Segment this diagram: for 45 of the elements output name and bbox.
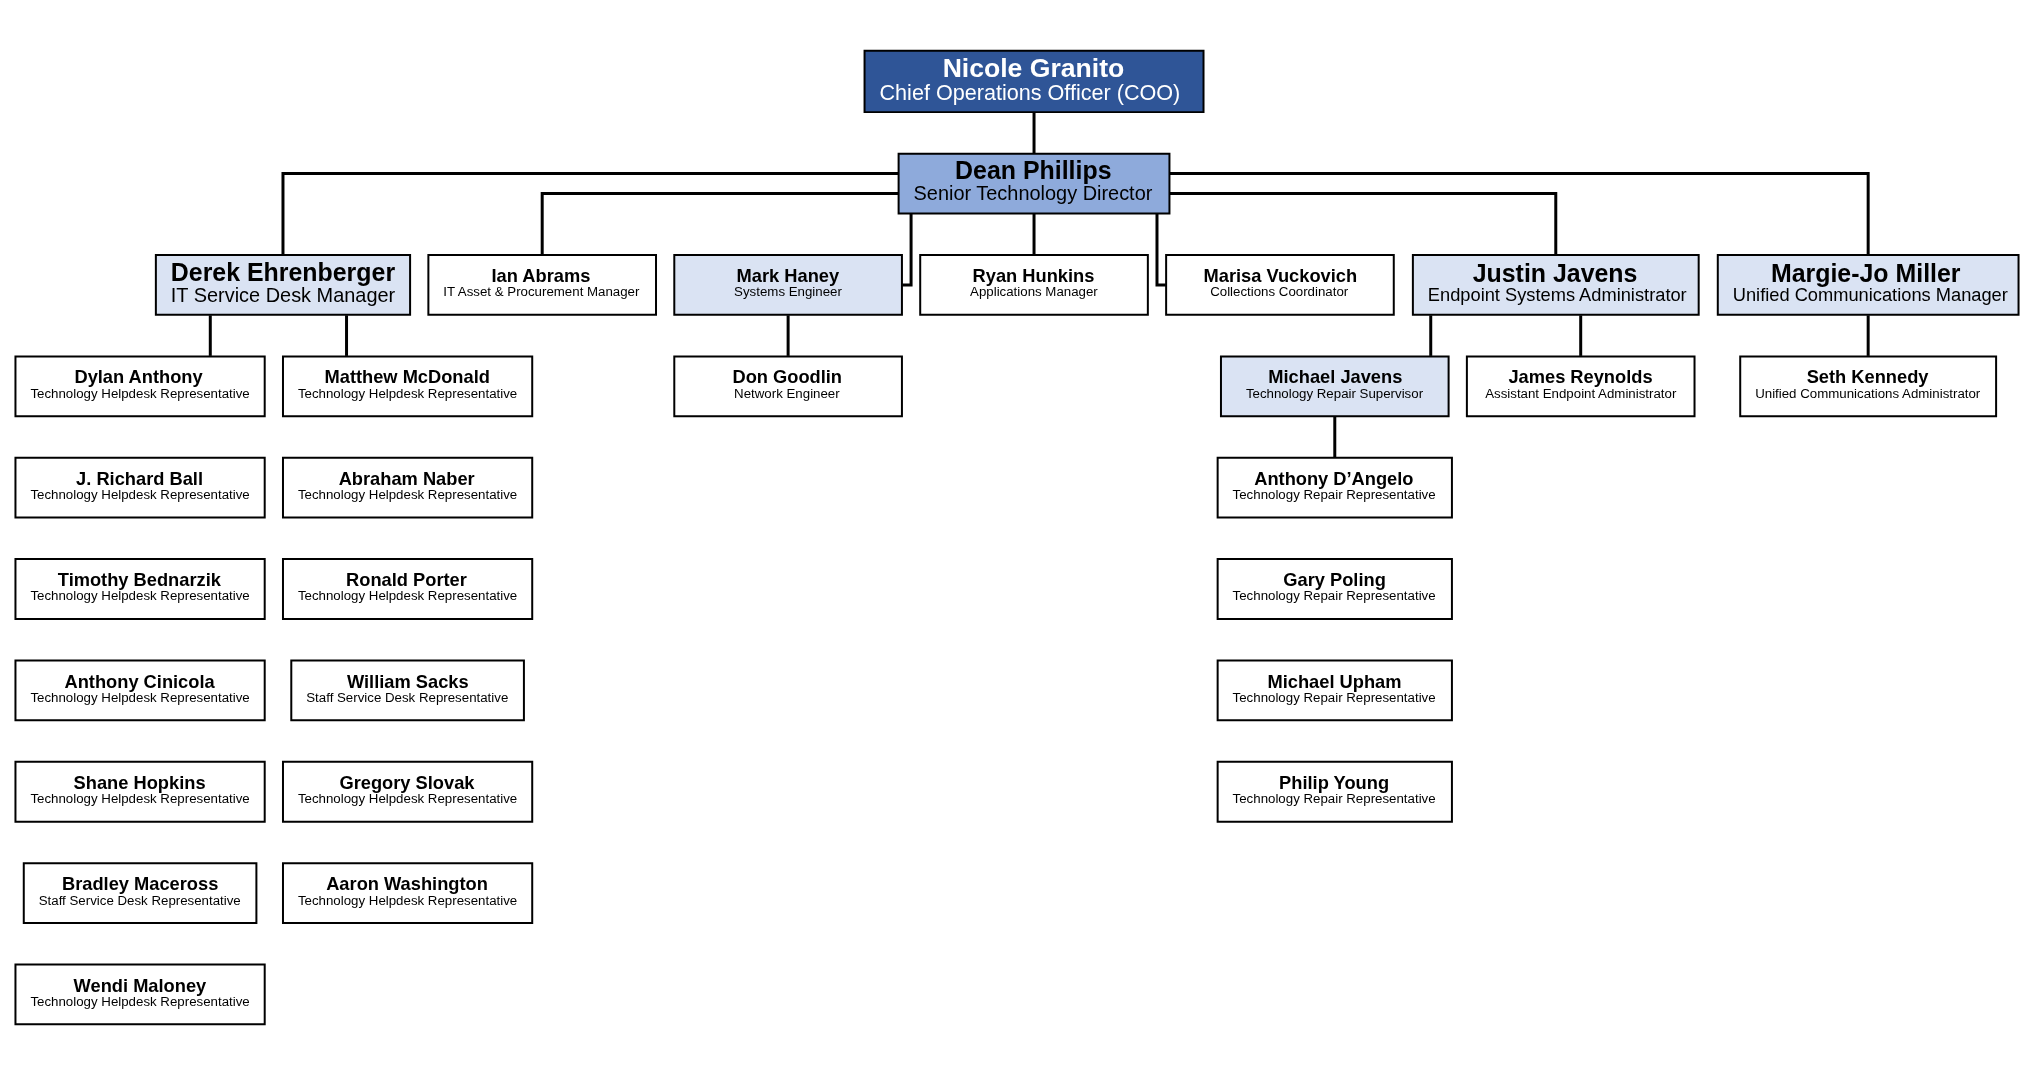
connector [1155, 214, 1166, 287]
node-box: Dean Phillips Senior Technology Director [897, 152, 1171, 215]
node-box: Aaron Washington Technology Helpdesk Representative [282, 862, 534, 924]
connector [1169, 192, 1558, 255]
node-box: Seth Kennedy Unified Communications Administrator [1739, 355, 1998, 418]
node-box: Ryan Hunkins Applications Manager [919, 254, 1149, 316]
connector [540, 192, 899, 255]
connector [281, 172, 899, 255]
connector [1169, 172, 1870, 255]
node-box: William Sacks Staff Service Desk Representative [290, 659, 525, 722]
connector [1333, 416, 1337, 458]
node-box: Michael Javens Technology Repair Supervisor [1219, 355, 1450, 418]
node-box: Ian Abrams IT Asset & Procurement Manager [427, 254, 657, 316]
node-box: Justin Javens Endpoint Systems Administrator [1411, 254, 1700, 316]
connector [1032, 112, 1036, 154]
node-box: Don Goodlin Network Engineer [673, 355, 903, 418]
connector [902, 214, 913, 287]
connector [208, 315, 212, 356]
connector [1429, 315, 1433, 356]
connector [786, 315, 790, 356]
node-box: Anthony D’Angelo Technology Repair Representative [1216, 456, 1453, 519]
node-box: Marisa Vuckovich Collections Coordinator [1165, 254, 1395, 316]
node-box: Wendi Maloney Technology Helpdesk Representative [14, 963, 266, 1026]
node-box: Dylan Anthony Technology Helpdesk Representative [14, 355, 266, 418]
node-box: Anthony Cinicola Technology Helpdesk Representative [14, 659, 266, 722]
node-box: Mark Haney Systems Engineer [673, 254, 903, 316]
node-box: Gary Poling Technology Repair Representative [1216, 558, 1453, 620]
node-box: Philip Young Technology Repair Representative [1216, 760, 1453, 823]
connector [1032, 214, 1036, 255]
node-box: James Reynolds Assistant Endpoint Administrator [1465, 355, 1696, 418]
node-box: Derek Ehrenberger IT Service Desk Manager [154, 254, 412, 316]
connector [1866, 315, 1870, 356]
node-box: Bradley Maceross Staff Service Desk Representative [22, 862, 258, 924]
node-box: Timothy Bednarzik Technology Helpdesk Representative [14, 558, 266, 620]
connector [1579, 315, 1583, 356]
node-box: Ronald Porter Technology Helpdesk Representative [282, 558, 534, 620]
node-box: Gregory Slovak Technology Helpdesk Representative [282, 760, 534, 823]
node-box: Michael Upham Technology Repair Representative [1216, 659, 1453, 722]
node-box: Abraham Naber Technology Helpdesk Representative [282, 456, 534, 519]
node-box: Shane Hopkins Technology Helpdesk Representative [14, 760, 266, 823]
node-box: Nicole Granito Chief Operations Officer (COO) [863, 49, 1205, 114]
node-box: Matthew McDonald Technology Helpdesk Representative [282, 355, 534, 418]
node-box: J. Richard Ball Technology Helpdesk Representative [14, 456, 266, 519]
connector [345, 315, 349, 356]
node-box: Margie-Jo Miller Unified Communications Manager [1716, 254, 2020, 316]
